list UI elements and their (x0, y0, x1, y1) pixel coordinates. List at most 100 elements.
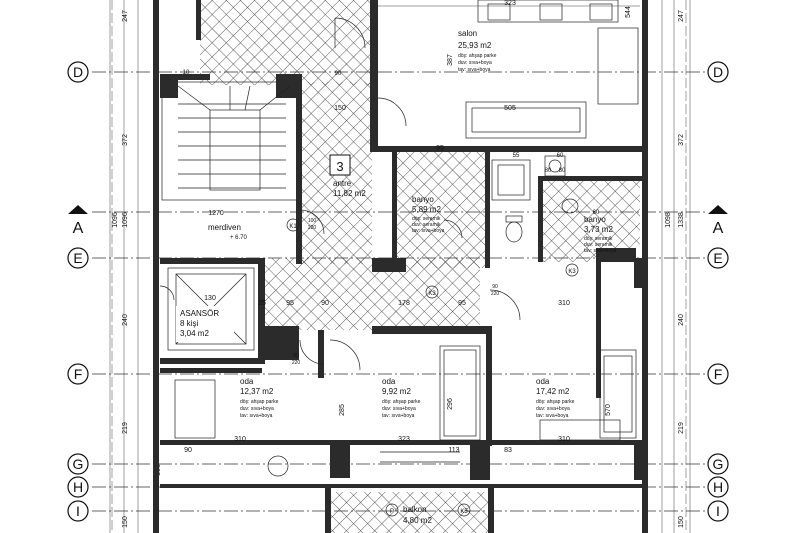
svg-text:1098: 1098 (665, 212, 672, 228)
svg-text:323: 323 (504, 0, 516, 7)
hatch-balkon (330, 492, 490, 533)
grid-bubble-d-right: D (707, 61, 729, 83)
svg-text:tav: sıva+boya: tav: sıva+boya (536, 413, 569, 419)
svg-text:150: 150 (334, 105, 346, 112)
svg-text:130: 130 (204, 295, 216, 302)
svg-text:247: 247 (678, 10, 685, 22)
svg-text:döş: ahşap parke: döş: ahşap parke (382, 399, 421, 405)
svg-text:80: 80 (545, 168, 552, 174)
svg-text:tav: sıva+boya: tav: sıva+boya (240, 413, 273, 419)
svg-text:505: 505 (504, 105, 516, 112)
svg-text:8 kişi: 8 kişi (180, 319, 198, 328)
svg-text:D: D (73, 64, 83, 80)
svg-text:A: A (713, 220, 724, 237)
svg-text:ASANSÖR: ASANSÖR (180, 309, 219, 318)
room-asansor: ASANSÖR 8 kişi 3,04 m2 (176, 306, 234, 342)
svg-text:25,93 m2: 25,93 m2 (458, 41, 492, 50)
svg-text:90: 90 (492, 284, 498, 290)
svg-text:17,42 m2: 17,42 m2 (536, 387, 570, 396)
svg-text:95: 95 (286, 300, 294, 307)
svg-text:240: 240 (122, 314, 129, 326)
svg-text:9,92 m2: 9,92 m2 (382, 387, 411, 396)
svg-text:1096: 1096 (112, 212, 119, 228)
svg-text:372: 372 (122, 134, 129, 146)
svg-text:tav: sıva+boya: tav: sıva+boya (584, 248, 617, 254)
svg-text:A: A (73, 220, 84, 237)
svg-text:11,82 m2: 11,82 m2 (333, 189, 366, 198)
grid-bubble-g-right: G (707, 453, 729, 475)
grid-bubble-e-right: E (707, 247, 729, 269)
svg-text:döş: ahşap parke: döş: ahşap parke (536, 399, 575, 405)
svg-text:D: D (713, 64, 723, 80)
svg-text:merdiven: merdiven (208, 223, 241, 232)
grid-bubble-i-right: I (707, 500, 729, 522)
grid-bubble-f-right: F (707, 363, 729, 385)
svg-text:döş: ahşap parke: döş: ahşap parke (458, 53, 497, 59)
svg-text:F: F (74, 366, 83, 382)
svg-text:570: 570 (605, 404, 612, 416)
grid-bubble-e-left: E (67, 247, 89, 269)
svg-text:oda: oda (382, 377, 396, 386)
room-balkon: balkon 4,80 m2 (403, 505, 432, 525)
svg-text:balkon: balkon (403, 505, 427, 514)
svg-text:salon: salon (458, 29, 477, 38)
door-tag-p: P (385, 503, 399, 517)
svg-text:285: 285 (339, 404, 346, 416)
svg-text:3: 3 (336, 159, 343, 174)
staircase (177, 85, 291, 191)
svg-text:F: F (714, 366, 723, 382)
grid-bubble-g-left: G (67, 453, 89, 475)
svg-text:90: 90 (184, 447, 192, 454)
svg-text:tav: sıva+boya: tav: sıva+boya (382, 413, 415, 419)
room-oda-1: oda 12,37 m2 döş: ahşap parke duv: sıva+… (240, 377, 279, 419)
svg-text:H: H (713, 479, 723, 495)
svg-text:60: 60 (593, 210, 600, 216)
door-tag-k5: K5 (457, 503, 471, 517)
grid-bubbles-left: D A E F G H I (67, 61, 89, 522)
svg-text:219: 219 (122, 422, 129, 434)
svg-text:döş: ahşap parke: döş: ahşap parke (240, 399, 279, 405)
svg-text:I: I (76, 503, 80, 519)
svg-text:247: 247 (122, 10, 129, 22)
svg-text:220: 220 (491, 291, 500, 297)
svg-text:banyo: banyo (412, 195, 434, 204)
svg-text:310: 310 (558, 300, 570, 307)
room-merdiven: merdiven + 6.70 (208, 223, 248, 241)
svg-text:544: 544 (625, 6, 632, 18)
svg-text:tav: sıva+boya: tav: sıva+boya (458, 67, 491, 73)
grid-bubbles-right: D A E F G H I (707, 61, 729, 522)
svg-text:296: 296 (447, 398, 454, 410)
room-banyo-2: banyo 3,73 m2 döş: seramik duv: seramik … (584, 215, 617, 254)
svg-text:duv: seramik: duv: seramik (412, 222, 441, 228)
room-salon: salon 25,93 m2 döş: ahşap parke duv: sıv… (458, 29, 497, 73)
svg-text:100: 100 (308, 218, 317, 224)
svg-text:döş: seramik: döş: seramik (584, 236, 613, 242)
svg-text:10: 10 (183, 70, 190, 76)
svg-text:duv: seramik: duv: seramik (584, 242, 613, 248)
svg-text:tav: sıva+boya: tav: sıva+boya (412, 228, 445, 234)
svg-text:E: E (73, 250, 82, 266)
svg-text:banyo: banyo (584, 215, 606, 224)
svg-text:E: E (713, 250, 722, 266)
svg-text:1270: 1270 (208, 210, 224, 217)
svg-text:240: 240 (678, 314, 685, 326)
furniture (174, 0, 639, 477)
interior-dimensions: 323 544 387 505 95 150 95 178 310 95 90 … (183, 0, 640, 454)
svg-text:duv: sıva+boya: duv: sıva+boya (458, 60, 492, 66)
svg-text:1096: 1096 (122, 212, 129, 228)
hatched-floors (200, 0, 640, 533)
svg-text:220: 220 (292, 360, 301, 366)
svg-text:80: 80 (559, 168, 566, 174)
svg-text:duv: sıva+boya: duv: sıva+boya (536, 406, 570, 412)
svg-text:K3: K3 (428, 291, 436, 297)
door-tag-k1: K1 (286, 218, 300, 232)
svg-text:83: 83 (504, 447, 512, 454)
svg-text:323: 323 (398, 436, 410, 443)
svg-text:310: 310 (558, 436, 570, 443)
svg-text:4,80 m2: 4,80 m2 (403, 516, 432, 525)
svg-text:178: 178 (398, 300, 410, 307)
svg-text:1338: 1338 (678, 212, 685, 228)
svg-text:G: G (73, 456, 84, 472)
svg-text:90: 90 (293, 353, 299, 359)
